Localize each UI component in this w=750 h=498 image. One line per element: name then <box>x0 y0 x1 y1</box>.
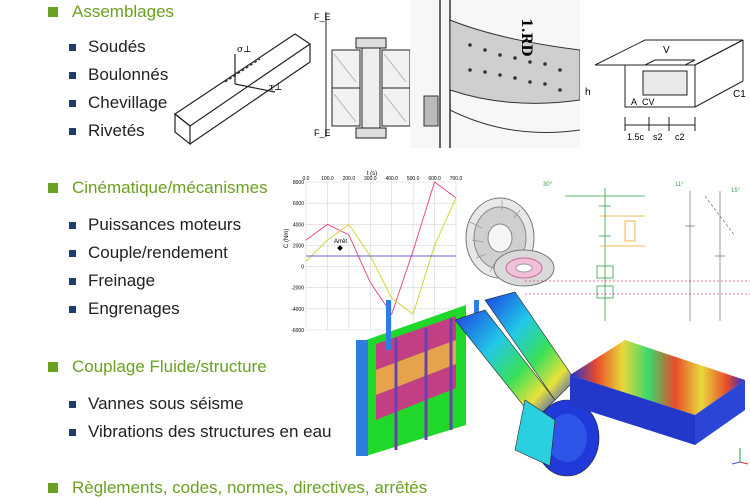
dim-a: A_CV <box>631 97 655 107</box>
list-item: Soudés <box>69 37 146 57</box>
item-bullet <box>69 43 76 51</box>
section-bullet <box>48 483 58 493</box>
list-item: Couple/rendement <box>69 243 228 263</box>
item-bullet <box>69 305 76 313</box>
angle-label-1: 30° <box>543 182 553 188</box>
chart-x-tick-label: 0.0 <box>303 176 310 182</box>
dim-d2: s2 <box>653 132 663 142</box>
dim-h: h <box>585 87 591 98</box>
arret-annotation: Arrêt <box>334 239 347 251</box>
dim-v: V <box>663 45 670 56</box>
tau-label: τ⊥ <box>269 83 282 93</box>
chart-x-tick-label: 600.0 <box>428 176 441 182</box>
item-bullet <box>69 127 76 135</box>
riveted-structure-diagram: 1.RD <box>410 0 580 148</box>
section-title-cinematique: Cinématique/mécanismes <box>48 178 268 198</box>
chart-series-line <box>305 197 457 315</box>
bevel-gear-illustration <box>465 197 555 287</box>
chart-y-tick-label: 4000 <box>293 222 304 228</box>
chart-title: t (s) <box>367 171 377 177</box>
fea-plate-model <box>570 340 745 445</box>
weld-prism-diagram: σ⊥ τ⊥ <box>173 33 312 146</box>
svg-text:Arrêt: Arrêt <box>334 239 347 245</box>
dim-d1: 1.5c <box>627 132 645 142</box>
chart-series-line <box>305 181 457 316</box>
list-item: Freinage <box>69 271 155 291</box>
chart-ylabel: C (Nm) <box>284 229 290 248</box>
list-item: Engrenages <box>69 299 180 319</box>
list-item: Vibrations des structures en eau <box>69 422 332 442</box>
item-bullet <box>69 400 76 408</box>
section-title-assemblages: Assemblages <box>48 2 174 22</box>
rivet-mark-label: 1.RD <box>518 18 534 56</box>
chart-x-tick-label: 200.0 <box>343 176 356 182</box>
list-item: Chevillage <box>69 93 167 113</box>
chart-y-tick-label: 0 <box>301 265 304 271</box>
chart-y-tick-label: 6000 <box>293 201 304 207</box>
section-bullet <box>48 362 58 372</box>
list-item: Rivetés <box>69 121 145 141</box>
dim-c1: C1 <box>733 89 746 100</box>
chart-y-tick-label: -2000 <box>291 286 304 292</box>
section-title-reglements: Règlements, codes, normes, directives, a… <box>48 478 427 498</box>
chart-y-tick-label: 8000 <box>293 180 304 186</box>
force-label-top: F_E <box>314 12 331 22</box>
chart-x-tick-label: 400.0 <box>385 176 398 182</box>
fea-gate-model <box>356 300 479 456</box>
item-bullet <box>69 428 76 436</box>
section-title-couplage: Couplage Fluide/structure <box>48 357 267 377</box>
item-bullet <box>69 277 76 285</box>
section-bullet <box>48 7 58 17</box>
force-label-bottom: F_E <box>314 128 331 138</box>
item-bullet <box>69 71 76 79</box>
item-bullet <box>69 221 76 229</box>
chart-y-tick-label: -4000 <box>291 307 304 313</box>
list-item: Boulonnés <box>69 65 168 85</box>
axis-triad-icon <box>731 448 749 465</box>
chart-y-tick-label: -6000 <box>291 328 304 334</box>
torque-time-chart: t (s) C (Nm) 0.0 100.0 200.0 300.0 400.0 500.… <box>284 171 462 334</box>
section-bullet <box>48 183 58 193</box>
list-item: Puissances moteurs <box>69 215 241 235</box>
chart-y-tick-label: 2000 <box>293 243 304 249</box>
chart-x-tick-label: 500.0 <box>407 176 420 182</box>
item-bullet <box>69 99 76 107</box>
weld-cross-section-diagram: V h C1 A_CV 1.5c s2 c2 <box>585 39 746 142</box>
list-item: Vannes sous séisme <box>69 394 244 414</box>
kinematic-schematic: 30° 11° 15° <box>525 182 750 321</box>
chart-x-tick-label: 300.0 <box>364 176 377 182</box>
angle-label-3: 15° <box>731 188 741 194</box>
sigma-label: σ⊥ <box>237 45 252 55</box>
item-bullet <box>69 249 76 257</box>
bolt-section-diagram: F_E F_E <box>314 12 411 139</box>
chart-x-tick-label: 100.0 <box>321 176 334 182</box>
dim-d3: c2 <box>675 132 685 142</box>
angle-label-2: 11° <box>675 182 684 188</box>
fea-lever-model <box>455 291 600 477</box>
chart-x-tick-label: 700.0 <box>450 176 462 182</box>
